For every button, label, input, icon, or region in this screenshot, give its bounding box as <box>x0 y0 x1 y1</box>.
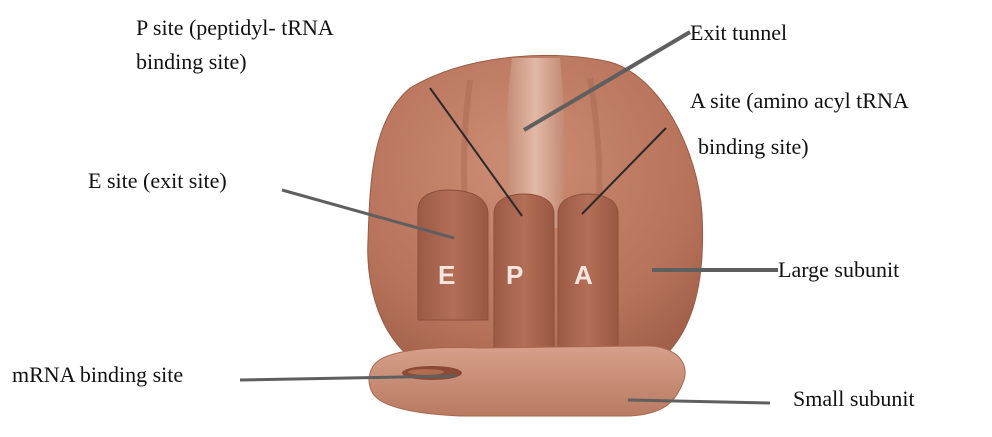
small-subunit-body <box>369 346 685 416</box>
p-site-pocket <box>494 194 554 358</box>
mrna-binding-groove-highlight <box>408 369 444 375</box>
e-site-letter: E <box>438 260 455 290</box>
small-subunit-label: Small subunit <box>793 384 915 414</box>
a-site-label-line1: A site (amino acyl tRNA <box>690 86 909 116</box>
p-site-letter: P <box>506 260 523 290</box>
a-site-letter: A <box>574 260 593 290</box>
e-site-pocket <box>418 190 488 320</box>
large-subunit-label: Large subunit <box>778 255 899 285</box>
mrna-binding-site-label: mRNA binding site <box>12 360 183 390</box>
p-site-label-line2: binding site) <box>136 47 247 77</box>
p-site-label-line1: P site (peptidyl- tRNA <box>136 13 334 43</box>
exit-tunnel-label: Exit tunnel <box>690 18 787 48</box>
e-site-label: E site (exit site) <box>88 166 227 196</box>
a-site-label-line2: binding site) <box>698 132 809 162</box>
